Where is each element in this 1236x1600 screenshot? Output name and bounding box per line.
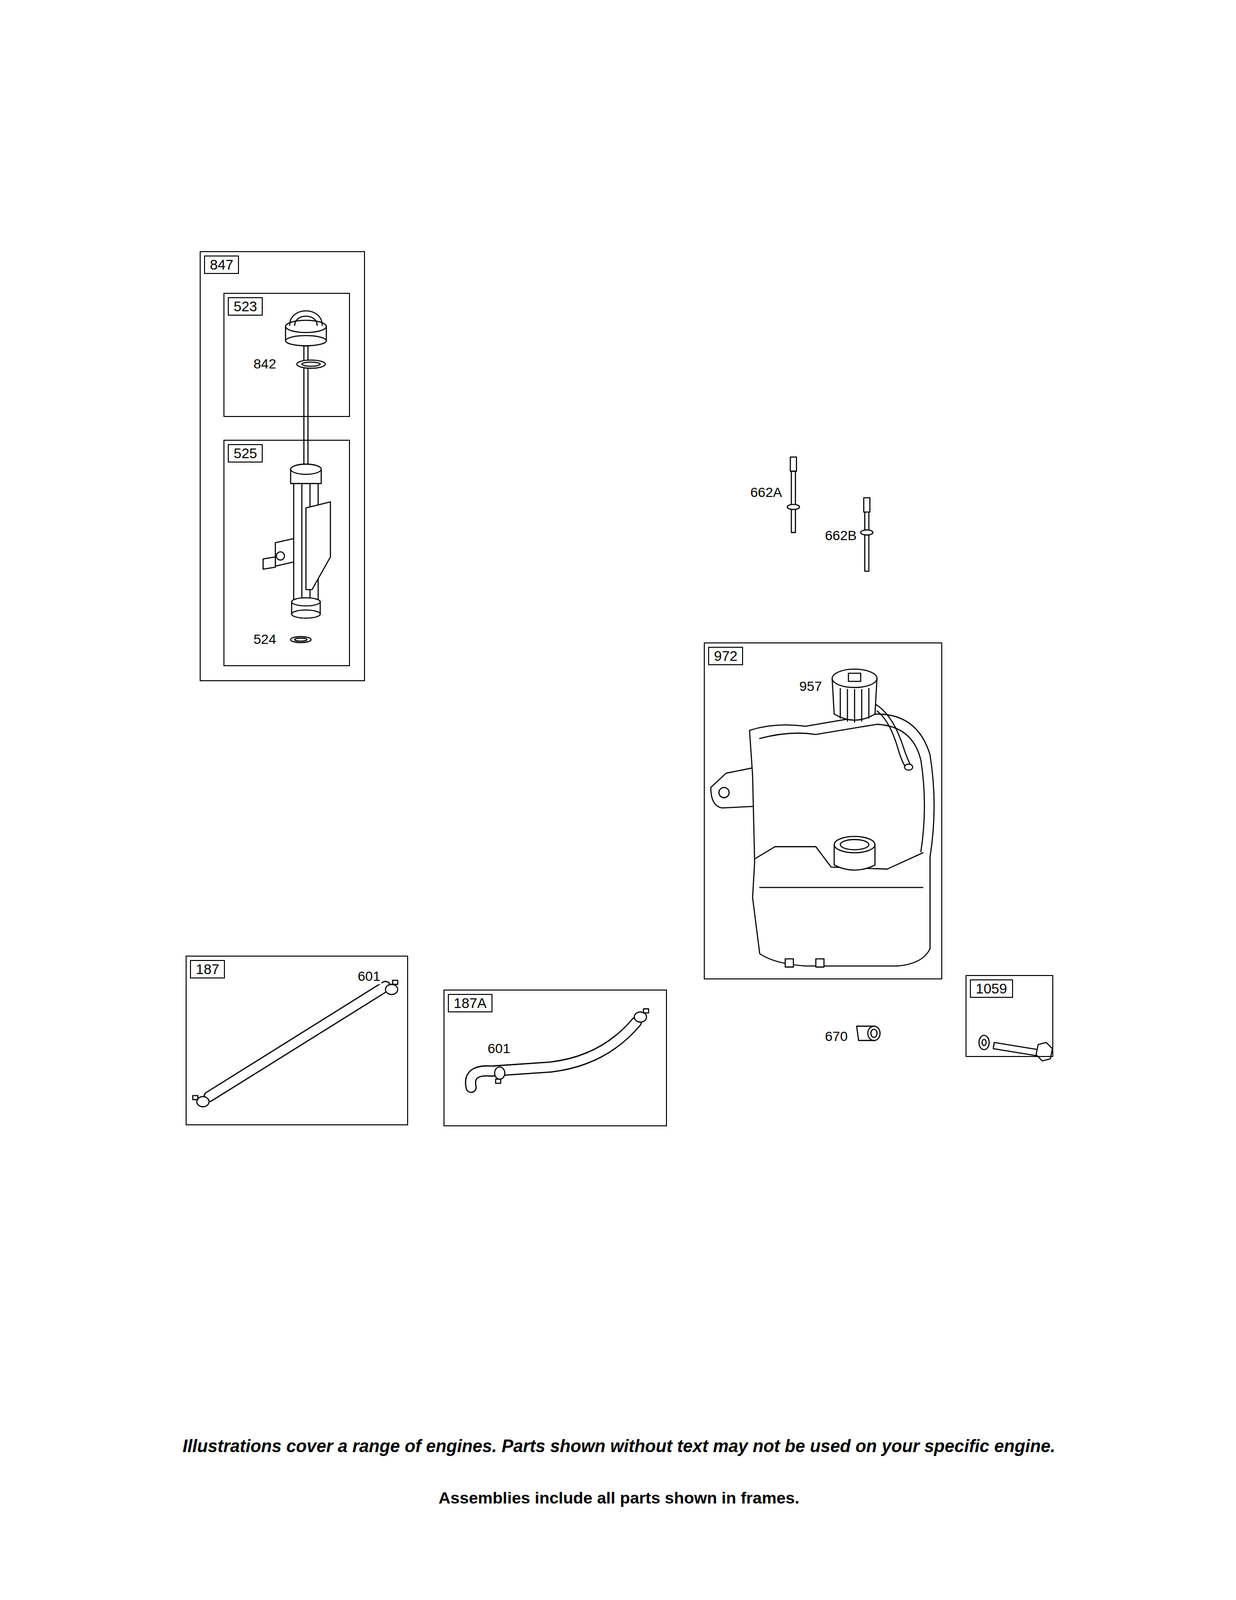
drawing-stroke — [848, 673, 861, 682]
callout-number: 601 — [356, 968, 382, 984]
drawing-stroke — [839, 688, 841, 718]
o-ring — [296, 360, 326, 369]
drawing-stroke — [749, 713, 935, 967]
callout-number: 601 — [486, 1040, 512, 1057]
drawing-stroke — [470, 1021, 637, 1088]
drawing-stroke — [979, 1034, 990, 1049]
assembly-frame: 972 — [703, 642, 943, 980]
drawing-stroke — [296, 360, 326, 369]
frame-number: 847 — [204, 255, 239, 274]
drawing-stroke — [1036, 1042, 1053, 1061]
drawing-stroke — [276, 551, 285, 560]
drawing-stroke — [854, 689, 856, 722]
frame-number: 525 — [227, 443, 263, 463]
drawing-stroke — [285, 320, 327, 333]
frame-number: 523 — [227, 297, 263, 316]
drawing-stroke — [263, 556, 276, 570]
callout-number: 524 — [252, 631, 278, 648]
drawing-stroke — [718, 787, 729, 798]
drawing-stroke — [495, 1078, 501, 1083]
drawing-stroke — [868, 688, 870, 718]
drawing-stroke — [285, 335, 327, 346]
drawing-stroke — [291, 609, 321, 618]
drawing-stroke — [759, 886, 923, 888]
bushing — [856, 1026, 880, 1041]
callout-number: 662B — [824, 527, 858, 544]
assembly-frame: 523 — [223, 292, 350, 417]
drawing-stroke — [840, 839, 870, 850]
stud — [860, 497, 873, 571]
drawing-stroke — [470, 1021, 637, 1088]
drawing-stroke — [192, 310, 1053, 1107]
drawing-stroke — [876, 710, 906, 767]
drawing-stroke — [192, 1095, 199, 1100]
stud — [787, 457, 800, 533]
note-text: Illustrations cover a range of engines. … — [19, 1435, 1219, 1457]
drawing-stroke — [787, 504, 800, 510]
frame-number: 187 — [190, 959, 225, 979]
drawing-stroke — [291, 597, 321, 606]
drawing-stroke — [289, 310, 323, 326]
drawing-stroke — [643, 1008, 650, 1013]
callout-number: 670 — [824, 1028, 849, 1045]
drawing-stroke — [815, 958, 824, 967]
drawing-stroke — [832, 668, 878, 688]
fuel-tank — [710, 713, 935, 967]
dipstick-cap — [285, 310, 327, 467]
fuel-hose — [470, 1008, 649, 1088]
callout-number: 842 — [252, 356, 278, 372]
drawing-stroke — [834, 836, 875, 853]
drawing-stroke — [790, 457, 797, 472]
note-text: Assemblies include all parts shown in fr… — [19, 1487, 1219, 1507]
drawing-stroke — [494, 1066, 505, 1079]
assembly-frame: 1059 — [965, 974, 1054, 1057]
drawing-stroke — [785, 958, 794, 967]
assembly-frame: 847 523 525 — [199, 251, 365, 682]
dipstick-tube — [263, 463, 331, 618]
callout-number: 662A — [749, 484, 783, 501]
drawing-stroke — [305, 501, 331, 590]
drawing-stroke — [861, 689, 863, 721]
drawing-stroke — [982, 1039, 986, 1046]
drawing-stroke — [993, 1042, 1039, 1056]
callout-number: 957 — [798, 678, 824, 695]
drawing-stroke — [294, 316, 317, 326]
fuel-cap — [832, 668, 913, 770]
frame-number: 972 — [708, 646, 744, 666]
assembly-frame: 187A — [443, 989, 667, 1126]
bolt — [979, 1034, 1053, 1061]
drawing-stroke — [301, 484, 303, 602]
drawing-stroke — [208, 985, 386, 1096]
drawing-stroke — [759, 724, 925, 852]
drawing-stroke — [867, 1026, 880, 1041]
drawing-stroke — [791, 471, 796, 533]
drawing-stroke — [208, 985, 386, 1096]
drawing-stroke — [392, 980, 398, 984]
fuel-hose — [192, 980, 398, 1107]
drawing-stroke — [871, 1029, 878, 1038]
drawing-stroke — [904, 763, 913, 771]
drawing-stroke — [290, 636, 312, 643]
drawing-stroke — [863, 497, 871, 512]
o-ring — [290, 636, 312, 643]
frame-number: 187A — [447, 993, 493, 1013]
drawing-stroke — [385, 983, 398, 995]
assembly-frame: 525 — [223, 439, 350, 666]
drawing-stroke — [860, 529, 873, 536]
drawing-stroke — [290, 463, 322, 475]
drawing-stroke — [301, 362, 321, 366]
drawing-stroke — [196, 1096, 209, 1107]
drawing-stroke — [864, 511, 869, 571]
frame-number: 1059 — [969, 979, 1014, 998]
drawing-stroke — [294, 637, 307, 641]
drawing-stroke — [846, 689, 848, 721]
